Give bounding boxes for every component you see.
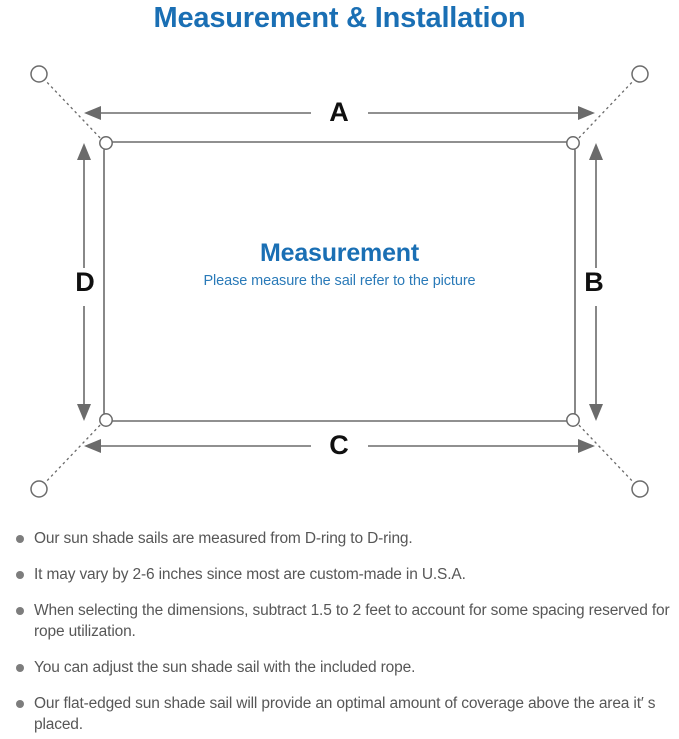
dimension-label-a: A: [329, 97, 349, 127]
dimension-label-d: D: [75, 267, 95, 297]
bullet-icon: [16, 607, 24, 615]
rope-top-right: [574, 76, 638, 143]
list-item: It may vary by 2-6 inches since most are…: [8, 564, 679, 585]
d-ring-bottom-left: [99, 413, 113, 427]
dimension-line-d: [77, 143, 91, 421]
list-item: Our flat-edged sun shade sail will provi…: [8, 693, 679, 735]
bullet-icon: [16, 664, 24, 672]
d-ring-top-left: [99, 136, 113, 150]
dim-a-arrow-left: [84, 106, 101, 120]
note-text: It may vary by 2-6 inches since most are…: [34, 566, 466, 583]
dimension-label-b: B: [584, 267, 604, 297]
list-item: Our sun shade sails are measured from D-…: [8, 528, 679, 549]
bullet-icon: [16, 571, 24, 579]
dimension-line-a: [84, 106, 595, 120]
rope-top-left: [41, 76, 105, 143]
dimension-line-b: [589, 143, 603, 421]
dim-c-arrow-left: [84, 439, 101, 453]
dimension-line-c: [84, 439, 595, 453]
bullet-icon: [16, 535, 24, 543]
anchor-point-top-right: [631, 65, 649, 83]
list-item: When selecting the dimensions, subtract …: [8, 600, 679, 642]
d-ring-bottom-right: [566, 413, 580, 427]
list-item: You can adjust the sun shade sail with t…: [8, 657, 679, 678]
anchor-point-bottom-left: [30, 480, 48, 498]
rope-lines: [41, 76, 638, 487]
bullet-icon: [16, 700, 24, 708]
anchor-point-top-left: [30, 65, 48, 83]
dim-d-arrow-bottom: [77, 404, 91, 421]
note-text: You can adjust the sun shade sail with t…: [34, 659, 416, 676]
note-text: Our flat-edged sun shade sail will provi…: [34, 695, 656, 733]
page-title: Measurement & Installation: [153, 2, 526, 34]
dim-b-arrow-bottom: [589, 404, 603, 421]
rope-bottom-right: [574, 420, 638, 487]
rope-bottom-left: [41, 420, 105, 487]
anchor-points: [30, 65, 649, 498]
dim-c-arrow-right: [578, 439, 595, 453]
d-ring-top-right: [566, 136, 580, 150]
dim-b-arrow-top: [589, 143, 603, 160]
dim-d-arrow-top: [77, 143, 91, 160]
anchor-point-bottom-right: [631, 480, 649, 498]
sun-shade-sail-diagram: [30, 65, 649, 498]
note-text: When selecting the dimensions, subtract …: [34, 602, 670, 640]
shade-sail-body: [103, 141, 576, 422]
notes-list: Our sun shade sails are measured from D-…: [8, 528, 679, 735]
dimension-label-c: C: [329, 430, 349, 460]
d-rings: [99, 136, 580, 427]
dim-a-arrow-right: [578, 106, 595, 120]
note-text: Our sun shade sails are measured from D-…: [34, 530, 413, 547]
